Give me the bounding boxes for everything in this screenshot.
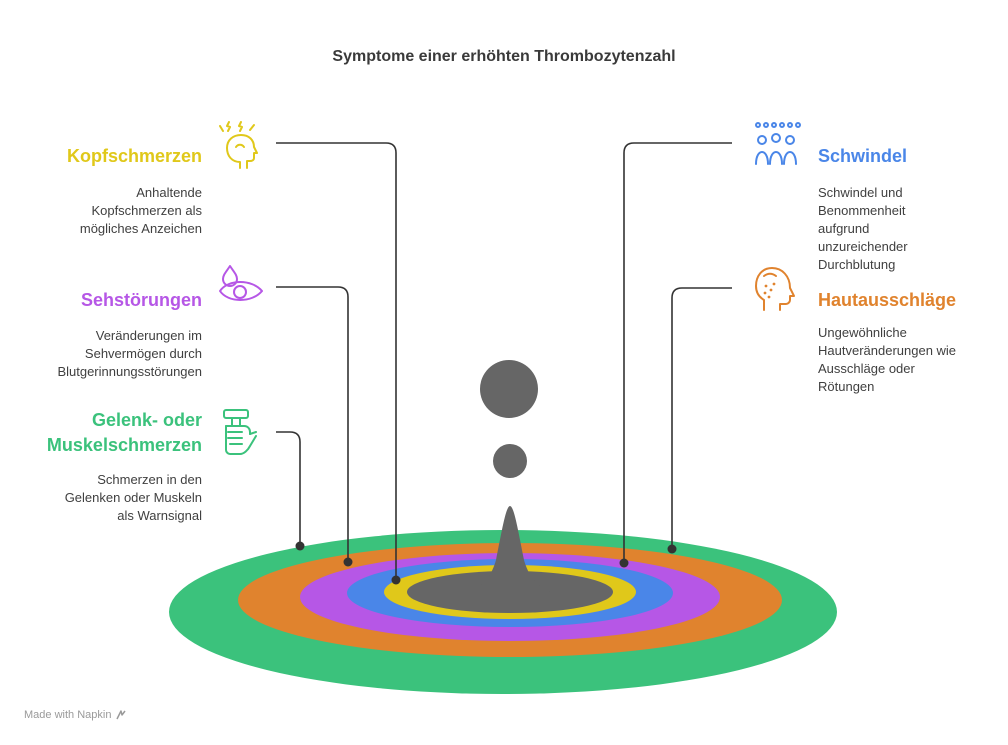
droplet-small	[493, 444, 527, 478]
napkin-logo-icon	[116, 710, 127, 720]
droplet-large	[480, 360, 538, 418]
desc-schwindel: Schwindel und Benommenheit aufgrund unzu…	[818, 185, 908, 272]
connector-dot-kopfschmerzen	[391, 575, 401, 585]
label-gelenk-muskelschmerzen: Gelenk- oder Muskelschmerzen	[46, 410, 202, 455]
face-rash-icon	[755, 267, 795, 311]
splash-peak	[440, 506, 580, 596]
desc-sehstoerungen: Veränderungen im Sehvermögen durch Blutg…	[57, 328, 202, 379]
label-hautausschlaege: Hautausschläge	[818, 290, 957, 310]
label-kopfschmerzen: Kopfschmerzen	[66, 146, 202, 166]
connector-hautausschlaege	[671, 287, 732, 549]
connector-dot-hautausschlaege	[667, 544, 677, 554]
eye-drop-icon	[219, 265, 263, 301]
connector-dot-sehstoerungen	[343, 557, 353, 567]
reflex-hammer-icon	[223, 409, 257, 455]
connector-dot-schwindel	[619, 558, 629, 568]
desc-hautausschlaege: Ungewöhnliche Hautveränderungen wie Auss…	[818, 325, 957, 394]
connector-schwindel	[623, 142, 732, 562]
label-sehstoerungen: Sehstörungen	[80, 290, 202, 310]
connector-gelenk	[276, 431, 301, 545]
desc-kopfschmerzen: Anhaltende Kopfschmerzen als mögliches A…	[79, 185, 202, 236]
desc-gelenk-muskelschmerzen: Schmerzen in den Gelenken oder Muskeln a…	[64, 472, 202, 523]
connector-kopfschmerzen	[276, 142, 397, 580]
connector-dot-gelenk	[295, 541, 305, 551]
dizzy-head-icon	[755, 122, 801, 165]
label-schwindel: Schwindel	[818, 146, 908, 166]
head-pain-icon	[219, 121, 258, 169]
connector-sehstoerungen	[276, 286, 349, 561]
page-title: Symptome einer erhöhten Thrombozytenzahl	[332, 48, 676, 65]
napkin-credit[interactable]: Made with Napkin	[24, 709, 127, 721]
